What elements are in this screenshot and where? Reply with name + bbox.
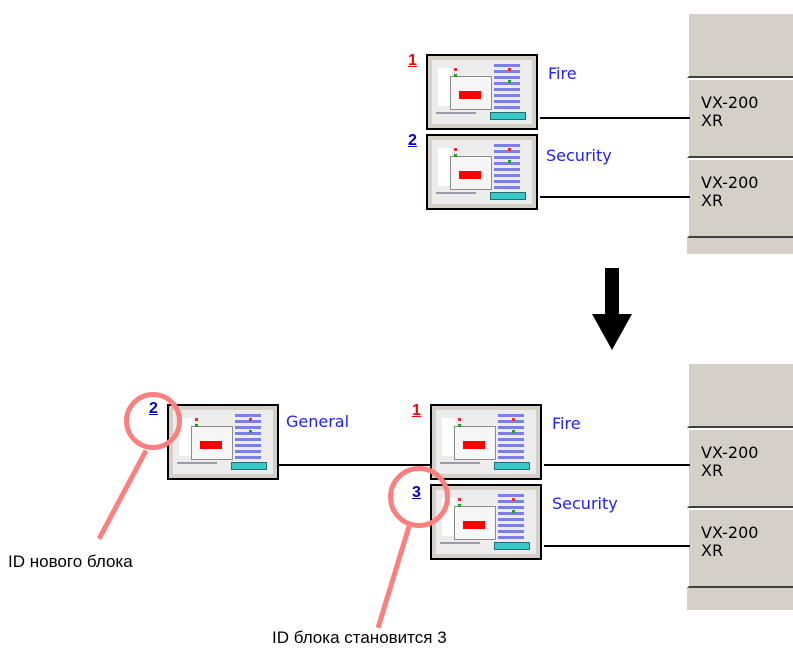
device-id[interactable]: 1	[412, 402, 421, 419]
device-id[interactable]: 2	[408, 132, 417, 149]
panel-header-cell	[687, 362, 793, 428]
device-thumbnail-general[interactable]	[167, 404, 279, 480]
panel-item-suffix: XR	[701, 461, 724, 480]
panel-item-suffix: XR	[701, 191, 724, 210]
top-device-panel: VX-200 XR VX-200 XR	[687, 12, 793, 254]
panel-item-model: VX-200	[701, 443, 759, 462]
device-name: Fire	[548, 64, 577, 83]
connection-wire	[544, 545, 690, 547]
connection-wire	[540, 117, 690, 119]
device-name: General	[286, 412, 350, 431]
changed-id-pointer-line	[375, 525, 412, 629]
device-name: Fire	[552, 414, 581, 433]
device-thumbnail-fire[interactable]	[430, 404, 542, 480]
panel-item-2[interactable]: VX-200 XR	[687, 508, 793, 588]
panel-item-model: VX-200	[701, 173, 759, 192]
changed-id-caption: ID блока становится 3	[272, 628, 447, 647]
connection-wire	[544, 464, 690, 466]
connection-wire	[278, 464, 430, 466]
device-id[interactable]: 1	[408, 52, 417, 69]
panel-item-suffix: XR	[701, 541, 724, 560]
bottom-device-panel: VX-200 XR VX-200 XR	[687, 362, 793, 610]
panel-item-1[interactable]: VX-200 XR	[687, 428, 793, 508]
panel-item-suffix: XR	[701, 111, 724, 130]
new-id-highlight-circle	[124, 392, 182, 450]
panel-item-1[interactable]: VX-200 XR	[687, 78, 793, 158]
new-id-pointer-line	[96, 449, 149, 540]
panel-item-model: VX-200	[701, 523, 759, 542]
panel-header-cell	[687, 12, 793, 78]
changed-id-highlight-circle	[388, 466, 450, 528]
panel-item-model: VX-200	[701, 93, 759, 112]
new-id-caption: ID нового блока	[8, 552, 133, 571]
device-thumbnail-security[interactable]	[430, 484, 542, 560]
panel-item-2[interactable]: VX-200 XR	[687, 158, 793, 238]
device-thumbnail-fire[interactable]	[426, 54, 538, 130]
device-name: Security	[552, 494, 618, 513]
device-name: Security	[546, 146, 612, 165]
device-thumbnail-security[interactable]	[426, 134, 538, 210]
down-arrow-icon	[592, 268, 632, 354]
connection-wire	[540, 196, 690, 198]
